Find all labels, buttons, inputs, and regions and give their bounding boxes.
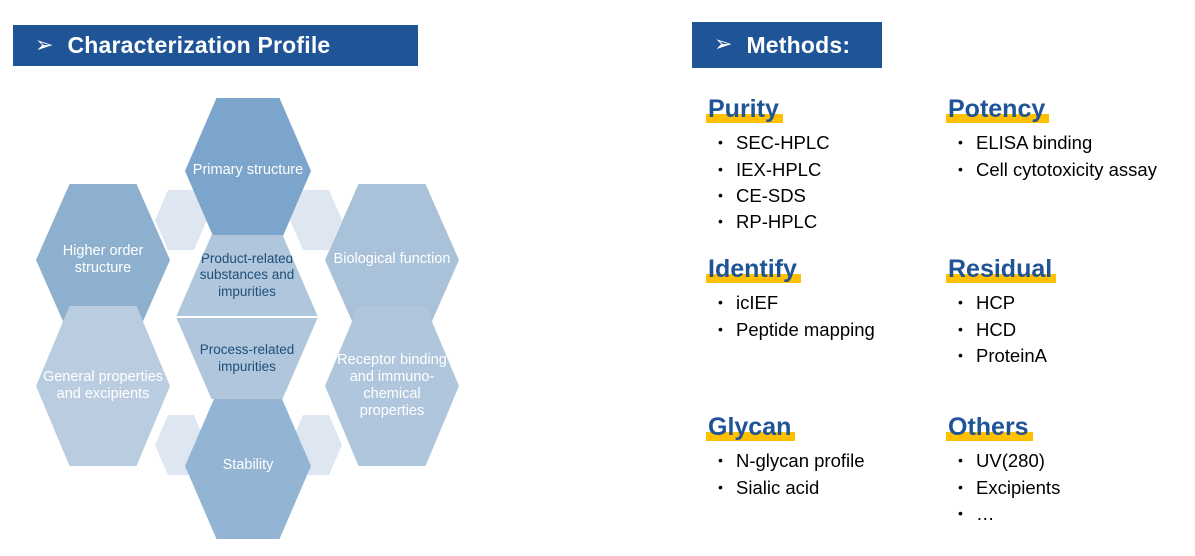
bullet-icon: •: [958, 320, 963, 337]
highlight-bar: [706, 114, 783, 124]
list-item[interactable]: •SEC-HPLC: [706, 130, 936, 156]
list-item[interactable]: •N-glycan profile: [706, 448, 936, 474]
bullet-icon: •: [718, 186, 723, 203]
method-list-potency: •ELISA binding •Cell cytotoxicity assay: [946, 130, 1181, 183]
list-item[interactable]: •ELISA binding: [946, 130, 1181, 156]
bullet-icon: •: [718, 294, 723, 311]
method-list-purity: •SEC-HPLC •IEX-HPLC •CE-SDS •RP-HPLC: [706, 130, 936, 235]
method-list-others: •UV(280) •Excipients •…: [946, 448, 1181, 527]
methods-title-bar: ➢ Methods:: [692, 22, 882, 68]
list-item[interactable]: •UV(280): [946, 448, 1181, 474]
method-block-others: Others •UV(280) •Excipients •…: [946, 414, 1181, 527]
method-block-residual: Residual •HCP •HCD •ProteinA: [946, 256, 1181, 369]
hexagon-label: Receptor binding and immuno-chemical pro…: [337, 351, 447, 420]
list-item[interactable]: •Sialic acid: [706, 475, 936, 501]
methods-grid: Purity •SEC-HPLC •IEX-HPLC •CE-SDS •RP-H…: [700, 96, 1180, 551]
characterization-profile-title-bar: ➢ Characterization Profile: [13, 25, 418, 66]
characterization-hexagon-diagram: Primary structure Higher order structure…: [22, 88, 472, 550]
bullet-icon: •: [958, 478, 963, 495]
method-heading-purity: Purity: [706, 96, 783, 124]
highlight-bar: [706, 432, 796, 442]
bullet-icon: •: [958, 346, 963, 363]
hexagon-receptor-binding[interactable]: Receptor binding and immuno-chemical pro…: [325, 306, 459, 466]
method-block-identify: Identify •icIEF •Peptide mapping: [706, 256, 936, 343]
hexagon-center-impurities[interactable]: Product-related substances and impuritie…: [176, 235, 318, 399]
bullet-icon: •: [718, 478, 723, 495]
method-list-identify: •icIEF •Peptide mapping: [706, 290, 936, 343]
center-hex-bottom-half[interactable]: Process-related impurities: [176, 318, 318, 399]
highlight-bar: [946, 114, 1050, 124]
method-heading-glycan: Glycan: [706, 414, 796, 442]
bullet-icon: •: [958, 452, 963, 469]
list-item[interactable]: •Excipients: [946, 475, 1181, 501]
highlight-bar: [946, 432, 1033, 442]
list-item[interactable]: •Peptide mapping: [706, 317, 936, 343]
bullet-icon: •: [958, 160, 963, 177]
list-item[interactable]: •IEX-HPLC: [706, 157, 936, 183]
list-item[interactable]: •RP-HPLC: [706, 209, 936, 235]
bullet-icon: •: [958, 294, 963, 311]
hexagon-label: Primary structure: [192, 162, 304, 179]
method-heading-potency: Potency: [946, 96, 1050, 124]
method-heading-identify: Identify: [706, 256, 801, 284]
method-list-residual: •HCP •HCD •ProteinA: [946, 290, 1181, 369]
bullet-icon: •: [718, 213, 723, 230]
bullet-icon: •: [718, 452, 723, 469]
method-list-glycan: •N-glycan profile •Sialic acid: [706, 448, 936, 501]
hexagon-stability[interactable]: Stability: [185, 393, 311, 539]
bullet-icon: •: [958, 134, 963, 151]
center-hex-top-label: Product-related substances and impuritie…: [199, 251, 295, 299]
hexagon-label: Stability: [222, 457, 274, 474]
methods-title: Methods:: [746, 31, 851, 58]
list-item[interactable]: •Cell cytotoxicity assay: [946, 157, 1181, 183]
list-item[interactable]: •HCP: [946, 290, 1181, 316]
method-heading-residual: Residual: [946, 256, 1057, 284]
arrow-bullet-icon: ➢: [35, 32, 54, 58]
method-block-potency: Potency •ELISA binding •Cell cytotoxicit…: [946, 96, 1181, 183]
bullet-icon: •: [718, 134, 723, 151]
arrow-bullet-icon: ➢: [714, 32, 733, 57]
list-item[interactable]: •…: [946, 501, 1181, 527]
list-item[interactable]: •icIEF: [706, 290, 936, 316]
list-item[interactable]: •CE-SDS: [706, 183, 936, 209]
method-block-purity: Purity •SEC-HPLC •IEX-HPLC •CE-SDS •RP-H…: [706, 96, 936, 235]
method-heading-others: Others: [946, 414, 1033, 442]
hexagon-label: Biological function: [333, 251, 451, 268]
hexagon-label: General properties and excipients: [42, 368, 164, 402]
hexagon-general-properties[interactable]: General properties and excipients: [36, 306, 170, 466]
list-item[interactable]: •ProteinA: [946, 343, 1181, 369]
highlight-bar: [706, 274, 801, 284]
bullet-icon: •: [958, 504, 963, 521]
hexagon-label: Higher order structure: [62, 242, 144, 276]
center-hex-bottom-label: Process-related impurities: [199, 342, 295, 374]
list-item[interactable]: •HCD: [946, 317, 1181, 343]
page-title: Characterization Profile: [67, 32, 331, 58]
method-block-glycan: Glycan •N-glycan profile •Sialic acid: [706, 414, 936, 501]
highlight-bar: [946, 274, 1057, 284]
center-hex-top-half[interactable]: Product-related substances and impuritie…: [176, 235, 318, 318]
bullet-icon: •: [718, 320, 723, 337]
bullet-icon: •: [718, 160, 723, 177]
